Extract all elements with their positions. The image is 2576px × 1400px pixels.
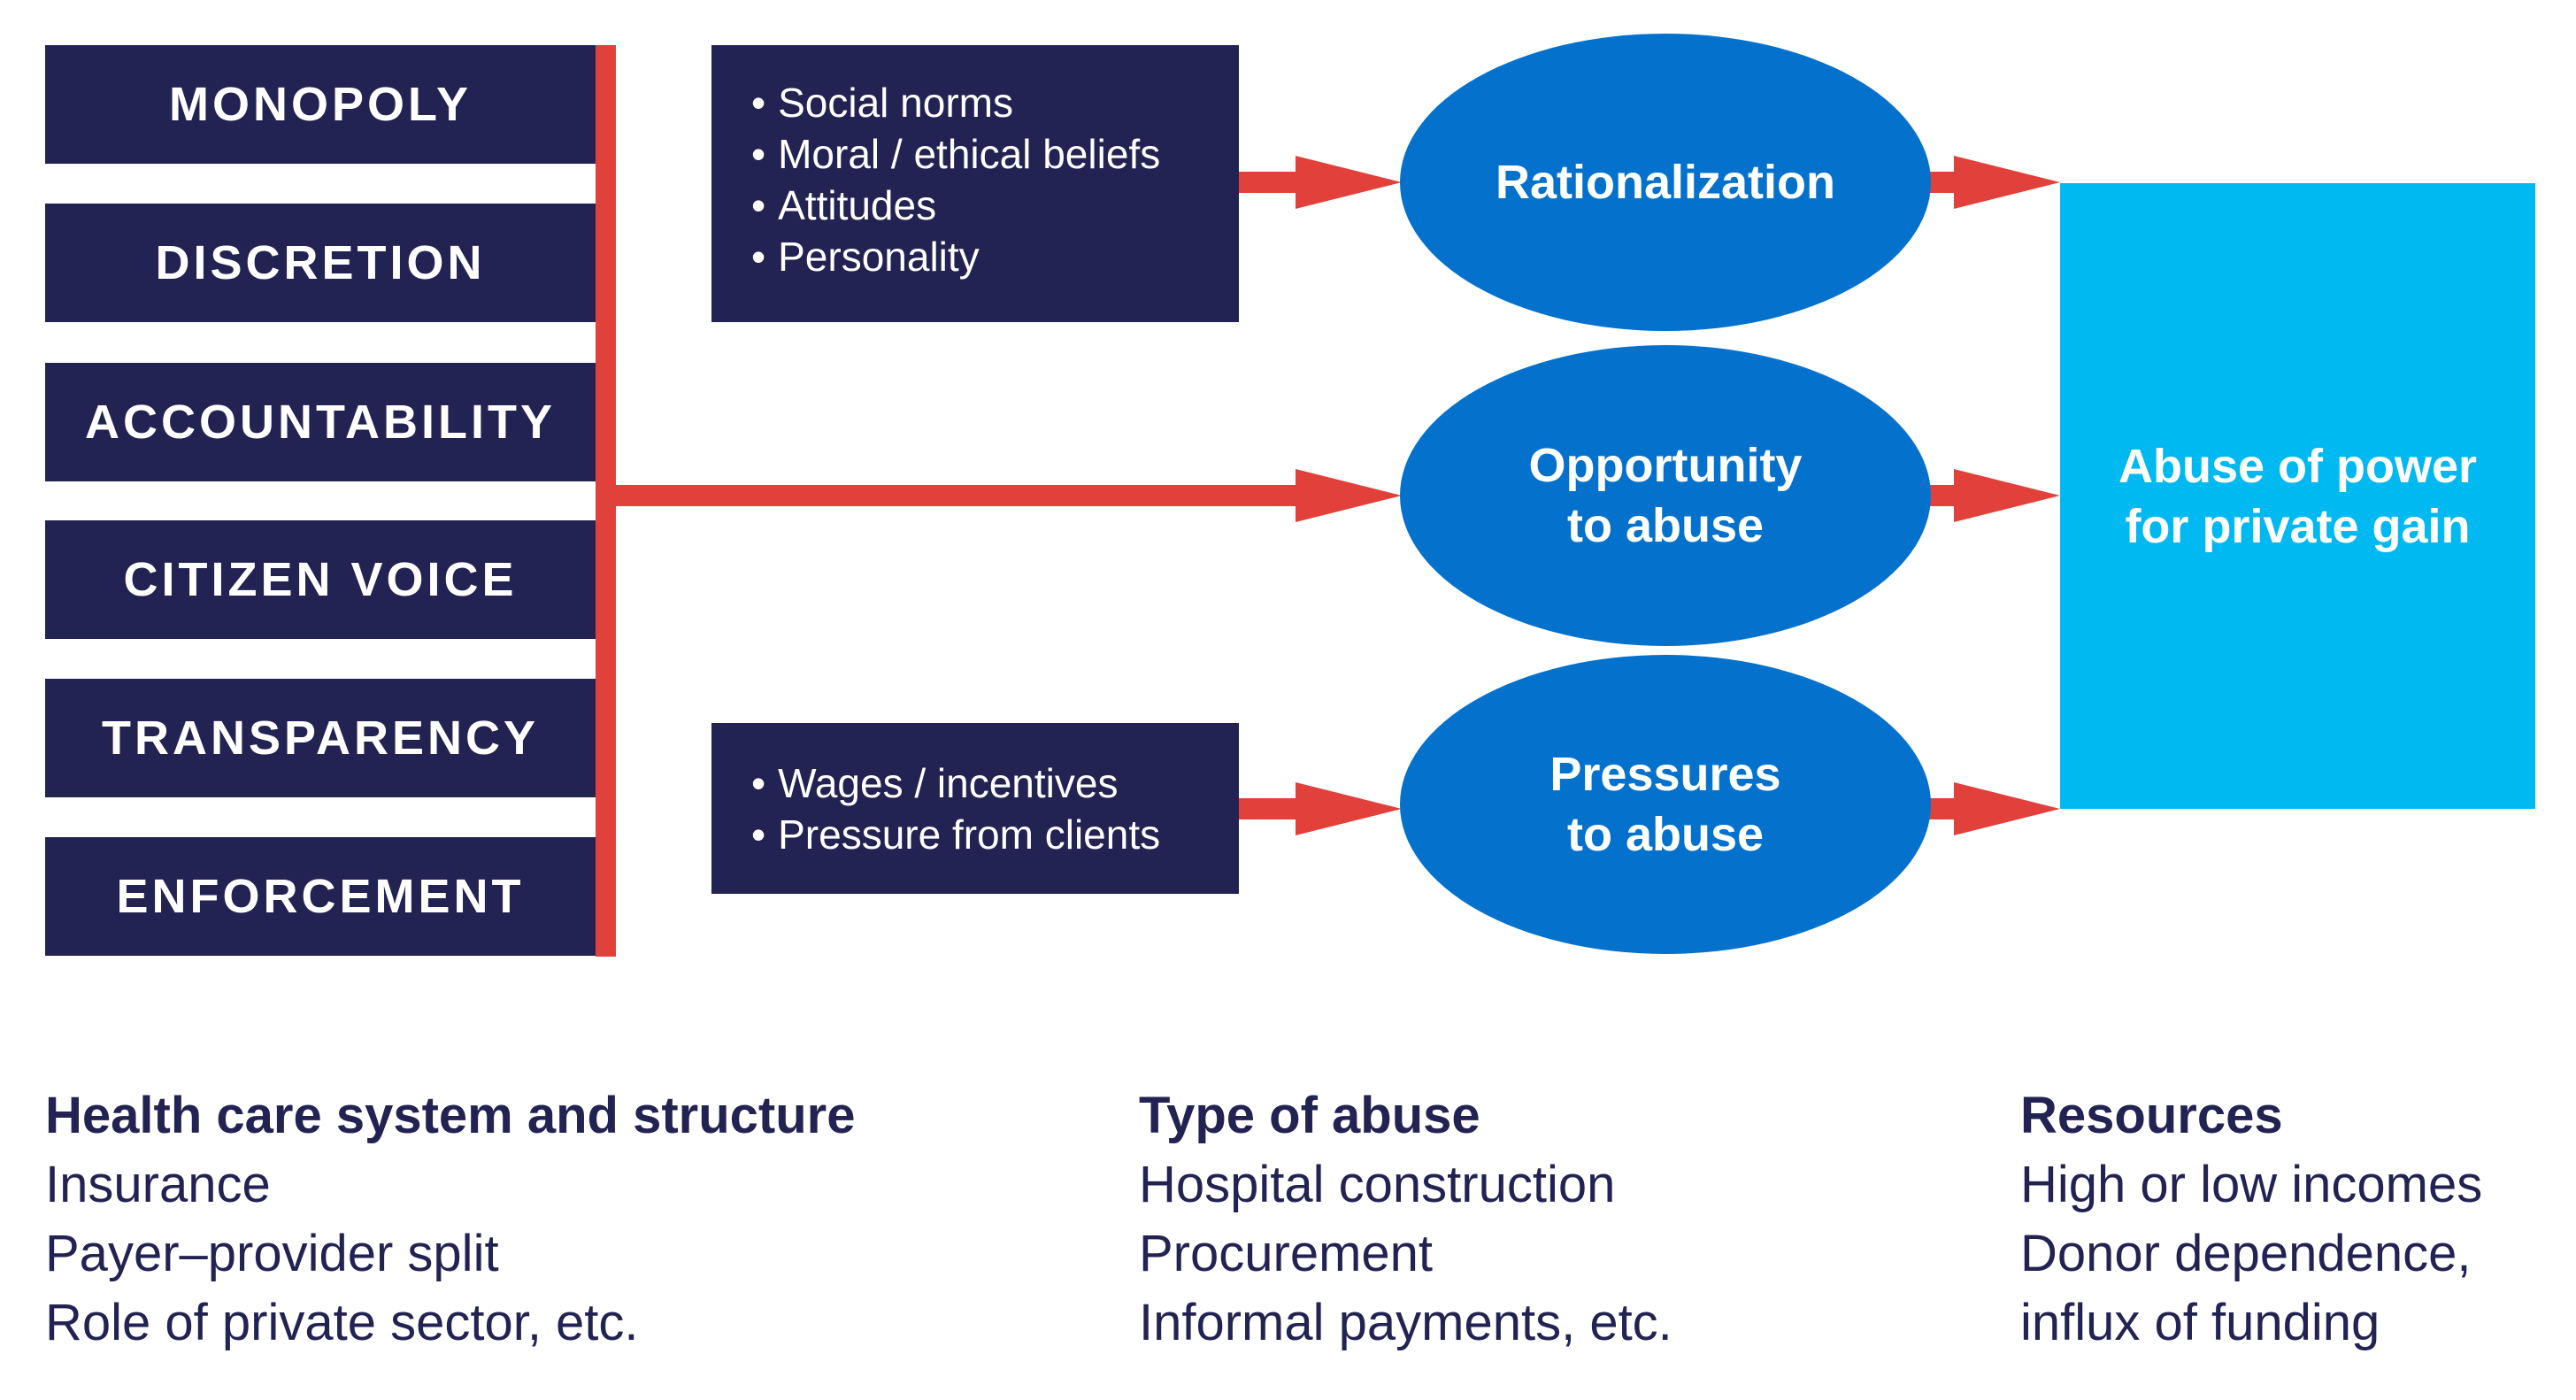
bullet-item: Pressure from clients: [751, 809, 1239, 860]
arrow-shaft: [1239, 172, 1299, 193]
outcome-label: for private gain: [2125, 499, 2471, 553]
column-item: Procurement: [1139, 1225, 1434, 1282]
arrow-head: [1954, 782, 2060, 835]
arrow-head: [1296, 782, 1402, 835]
column-item: influx of funding: [2020, 1294, 2380, 1351]
factor-monopoly: MONOPOLY: [45, 45, 596, 164]
arrow-shaft: [1239, 798, 1299, 819]
column-item: Payer–provider split: [45, 1225, 499, 1282]
arrow-head: [1296, 469, 1402, 522]
arrow-shaft: [616, 485, 1299, 506]
node-label: Rationalization: [1495, 156, 1835, 209]
opportunity-node: Opportunity to abuse: [1400, 345, 1931, 646]
arrow-head: [1296, 156, 1402, 209]
node-label: Opportunity: [1528, 439, 1803, 492]
factor-transparency: TRANSPARENCY: [45, 679, 596, 797]
factor-enforcement: ENFORCEMENT: [45, 837, 596, 956]
factor-accountability: ACCOUNTABILITY: [45, 363, 596, 481]
factors-connector-bar: [596, 45, 616, 957]
column-heading: Type of abuse: [1139, 1087, 1480, 1144]
column-heading: Resources: [2020, 1087, 2283, 1144]
bullet-item: Wages / incentives: [751, 758, 1239, 809]
arrow-head: [1954, 156, 2060, 209]
column-heading: Health care system and structure: [45, 1087, 856, 1144]
bullet-item: Moral / ethical beliefs: [751, 128, 1239, 180]
health-system-column: Health care system and structure Insuran…: [45, 1081, 1063, 1358]
column-item: High or low incomes: [2020, 1156, 2483, 1213]
bullet-item: Personality: [751, 231, 1239, 282]
individual-factors-box: Social norms Moral / ethical beliefs Att…: [711, 45, 1239, 322]
resources-column: Resources High or low incomes Donor depe…: [2020, 1081, 2569, 1358]
factor-citizen-voice: CITIZEN VOICE: [45, 520, 596, 639]
column-item: Hospital construction: [1139, 1156, 1616, 1213]
rationalization-node: Rationalization: [1400, 34, 1931, 331]
node-label: to abuse: [1566, 499, 1765, 552]
column-item: Insurance: [45, 1156, 271, 1213]
outcome-label: Abuse of power: [2118, 439, 2478, 493]
column-item: Role of private sector, etc.: [45, 1294, 639, 1351]
bullet-item: Social norms: [751, 77, 1239, 128]
arrow-shaft: [1929, 172, 1957, 193]
pressures-node: Pressures to abuse: [1400, 655, 1931, 954]
type-of-abuse-column: Type of abuse Hospital construction Proc…: [1139, 1081, 1935, 1358]
factor-discretion: DISCRETION: [45, 204, 596, 322]
bullet-item: Attitudes: [751, 180, 1239, 231]
arrow-head: [1954, 469, 2060, 522]
column-item: Donor dependence,: [2020, 1225, 2472, 1282]
column-item: Informal payments, etc.: [1139, 1294, 1672, 1351]
node-label: Pressures: [1549, 748, 1781, 801]
outcome-box: Abuse of power for private gain: [2060, 183, 2535, 809]
arrow-shaft: [1929, 485, 1957, 506]
node-label: to abuse: [1566, 808, 1765, 861]
pressure-factors-box: Wages / incentives Pressure from clients: [711, 723, 1239, 894]
arrow-shaft: [1929, 798, 1957, 819]
